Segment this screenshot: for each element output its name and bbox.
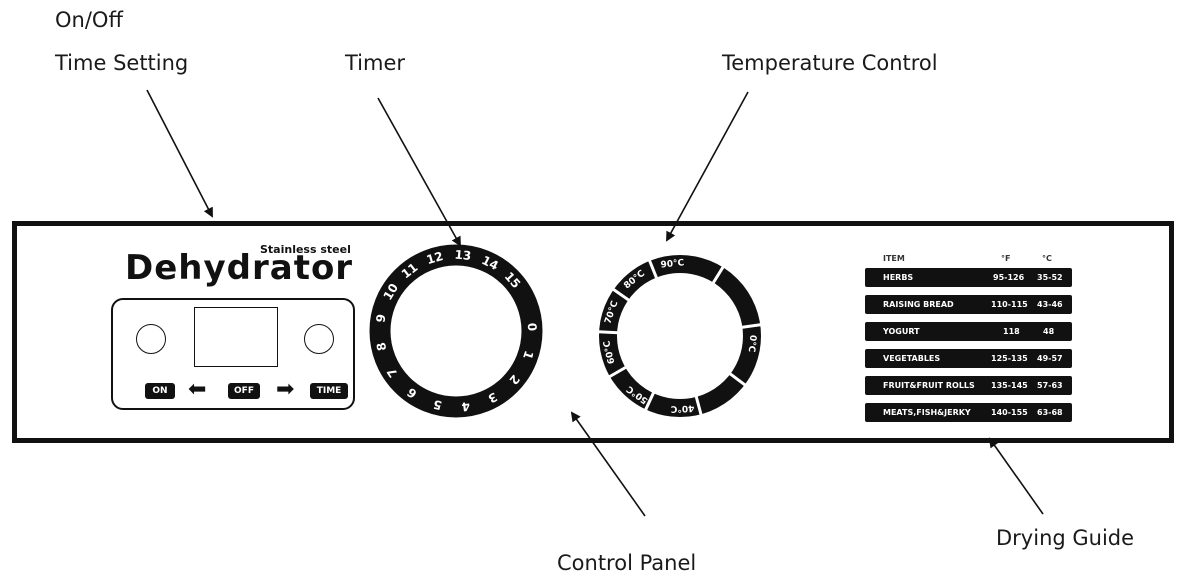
timer-callout: Timer xyxy=(345,51,406,75)
left-knob[interactable] xyxy=(136,324,166,354)
guide-item: MEATS,FISH&JERKY xyxy=(883,408,971,417)
timer-number: 8 xyxy=(374,341,389,352)
temperature-segment-divider xyxy=(741,323,762,329)
on-off-callout: On/Off xyxy=(55,8,123,32)
temperature-segment-divider xyxy=(647,259,659,280)
timer-number: 13 xyxy=(454,248,472,263)
on-button[interactable]: ON xyxy=(145,383,175,399)
guide-row: RAISING BREAD 110-115 43-46 xyxy=(865,295,1072,314)
header-fahrenheit: °F xyxy=(1001,254,1011,263)
guide-fahrenheit: 125-135 xyxy=(991,354,1028,363)
guide-item: VEGETABLES xyxy=(883,354,941,363)
temperature-segment-divider xyxy=(608,365,628,379)
guide-fahrenheit: 135-145 xyxy=(991,381,1028,390)
guide-celsius: 63-68 xyxy=(1037,408,1063,417)
control-panel-arrow xyxy=(570,411,646,517)
control-panel-callout: Control Panel xyxy=(557,551,697,575)
timer-number: 14 xyxy=(479,253,500,273)
drying-guide-callout: Drying Guide xyxy=(996,526,1135,550)
guide-fahrenheit: 95-126 xyxy=(993,273,1025,282)
guide-celsius: 43-46 xyxy=(1037,300,1063,309)
guide-celsius: 49-57 xyxy=(1037,354,1063,363)
drying-guide-header: ITEM °F °C xyxy=(865,250,1085,268)
temperature-dial[interactable]: 90°C0°C40°C50°C60°C70°C80°C xyxy=(598,255,762,417)
guide-item: FRUIT&FRUIT ROLLS xyxy=(883,381,975,390)
temperature-control-arrow xyxy=(666,91,749,242)
timer-arrow xyxy=(377,97,461,247)
on-off-switch-box: ON ⬅ OFF ➡ TIME xyxy=(111,298,355,410)
drying-guide: ITEM °F °C HERBS 95-126 35-52 RAISING BR… xyxy=(865,250,1085,430)
guide-row: VEGETABLES 125-135 49-57 xyxy=(865,349,1072,368)
time-button[interactable]: TIME xyxy=(310,383,348,399)
timer-number: 12 xyxy=(425,249,445,267)
guide-item: RAISING BREAD xyxy=(883,300,954,309)
guide-fahrenheit: 118 xyxy=(1003,327,1020,336)
guide-celsius: 57-63 xyxy=(1037,381,1063,390)
temperature-segment-divider xyxy=(728,372,747,387)
timer-number: 5 xyxy=(432,397,443,413)
temperature-control-callout: Temperature Control xyxy=(722,51,938,75)
control-panel: Stainless steel Dehydrator ON ⬅ OFF ➡ TI… xyxy=(12,221,1174,443)
temperature-label: 90°C xyxy=(660,258,685,270)
left-arrow-icon: ⬅ xyxy=(188,377,207,402)
temperature-segment-divider xyxy=(611,287,631,302)
guide-fahrenheit: 110-115 xyxy=(991,300,1028,309)
timer-ring xyxy=(369,244,543,418)
header-item: ITEM xyxy=(883,254,905,263)
time-display xyxy=(194,307,278,367)
off-button[interactable]: OFF xyxy=(228,383,260,399)
guide-row: YOGURT 118 48 xyxy=(865,322,1072,341)
temperature-label: 40°C xyxy=(670,403,694,414)
guide-fahrenheit: 140-155 xyxy=(991,408,1028,417)
temperature-segment-divider xyxy=(643,391,656,411)
guide-item: HERBS xyxy=(883,273,914,282)
guide-row: FRUIT&FRUIT ROLLS 135-145 57-63 xyxy=(865,376,1072,395)
guide-item: YOGURT xyxy=(883,327,920,336)
timer-number: 0 xyxy=(525,322,539,331)
temperature-segment-divider xyxy=(711,265,725,285)
guide-row: HERBS 95-126 35-52 xyxy=(865,268,1072,287)
right-arrow-icon: ➡ xyxy=(276,377,295,402)
guide-celsius: 48 xyxy=(1043,327,1055,336)
timer-number: 9 xyxy=(373,313,388,324)
temperature-segment-divider xyxy=(694,395,703,416)
drying-guide-arrow xyxy=(988,437,1044,515)
time-setting-arrow xyxy=(146,89,213,218)
temperature-ring xyxy=(599,255,761,417)
time-setting-callout: Time Setting xyxy=(55,51,189,75)
timer-number: 4 xyxy=(461,399,471,414)
right-knob[interactable] xyxy=(304,324,334,354)
brand-subtitle: Stainless steel xyxy=(260,243,351,256)
temperature-segment-divider xyxy=(598,330,619,335)
guide-row: MEATS,FISH&JERKY 140-155 63-68 xyxy=(865,403,1072,422)
brand-title: Dehydrator xyxy=(125,248,354,288)
header-celsius: °C xyxy=(1042,254,1052,263)
guide-celsius: 35-52 xyxy=(1037,273,1063,282)
temperature-label: 0°C xyxy=(746,334,758,353)
